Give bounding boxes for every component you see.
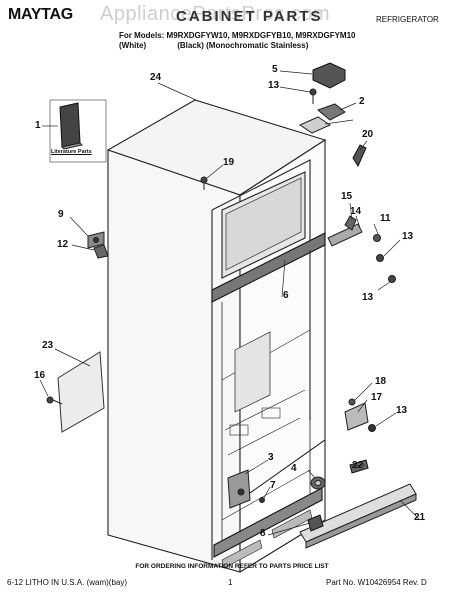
grille-clip-part bbox=[349, 459, 369, 474]
grille-retainer-part bbox=[307, 514, 324, 532]
brand-logo: MAYTAG bbox=[8, 6, 73, 23]
callout-8: 8 bbox=[260, 528, 266, 539]
model-colors: (White) (Black) (Monochromatic Stainless… bbox=[119, 41, 309, 50]
lower-hinge-part bbox=[344, 398, 376, 432]
literature-booklet-part bbox=[49, 99, 107, 163]
callout-23: 23 bbox=[42, 340, 54, 351]
callout-9: 9 bbox=[58, 209, 64, 220]
callout-19: 19 bbox=[223, 157, 235, 168]
literature-parts-label: Literature Parts bbox=[51, 149, 92, 155]
model-list: For Models: M9RXDGFYW10, M9RXDGFYB10, M9… bbox=[119, 31, 356, 40]
leveler-bracket-part bbox=[227, 469, 265, 509]
callout-21: 21 bbox=[414, 512, 426, 523]
ordering-note: FOR ORDERING INFORMATION REFER TO PARTS … bbox=[135, 563, 329, 570]
callout-18: 18 bbox=[375, 376, 387, 387]
callout-4: 4 bbox=[291, 463, 297, 474]
watermark: AppliancePartsPros.com bbox=[100, 3, 330, 25]
document-part-number: Part No. W10426954 Rev. D bbox=[326, 578, 427, 587]
page-number: 1 bbox=[228, 578, 233, 587]
callout-13d: 13 bbox=[396, 405, 408, 416]
callout-20: 20 bbox=[362, 129, 374, 140]
side-panel-part bbox=[57, 351, 105, 433]
callout-22: 22 bbox=[352, 460, 364, 471]
side-hinge-part bbox=[87, 231, 109, 259]
callout-3: 3 bbox=[268, 452, 274, 463]
side-panel-screw bbox=[46, 396, 63, 405]
appliance-category: REFRIGERATOR bbox=[376, 15, 439, 24]
center-hinge-part bbox=[327, 215, 396, 283]
roller-wheel-part bbox=[310, 476, 326, 490]
leader-lines bbox=[39, 70, 421, 536]
page-title: CABINET PARTS bbox=[176, 8, 323, 25]
callout-5: 5 bbox=[272, 64, 278, 75]
top-hinge-cover-part bbox=[312, 62, 346, 89]
callout-6: 6 bbox=[283, 290, 289, 301]
callout-24: 24 bbox=[150, 72, 162, 83]
callout-11: 11 bbox=[380, 213, 391, 224]
callout-13b: 13 bbox=[402, 231, 414, 242]
print-info: 6-12 LITHO IN U.S.A. (wam)(bay) bbox=[7, 578, 128, 587]
callout-15: 15 bbox=[341, 191, 353, 202]
callout-12: 12 bbox=[57, 239, 69, 250]
callout-2: 2 bbox=[359, 96, 365, 107]
callout-7: 7 bbox=[270, 480, 276, 491]
refrigerator-cabinet-part bbox=[106, 99, 327, 573]
door-stop-part bbox=[352, 144, 367, 168]
cabinet-screw-part bbox=[200, 176, 208, 190]
callout-13c: 13 bbox=[362, 292, 374, 303]
callout-13a: 13 bbox=[268, 80, 280, 91]
callout-14: 14 bbox=[350, 206, 362, 217]
top-hinge-part bbox=[298, 103, 346, 134]
callout-16: 16 bbox=[34, 370, 46, 381]
callout-17: 17 bbox=[371, 392, 383, 403]
hinge-screws bbox=[309, 88, 317, 104]
callout-1: 1 bbox=[35, 120, 41, 131]
